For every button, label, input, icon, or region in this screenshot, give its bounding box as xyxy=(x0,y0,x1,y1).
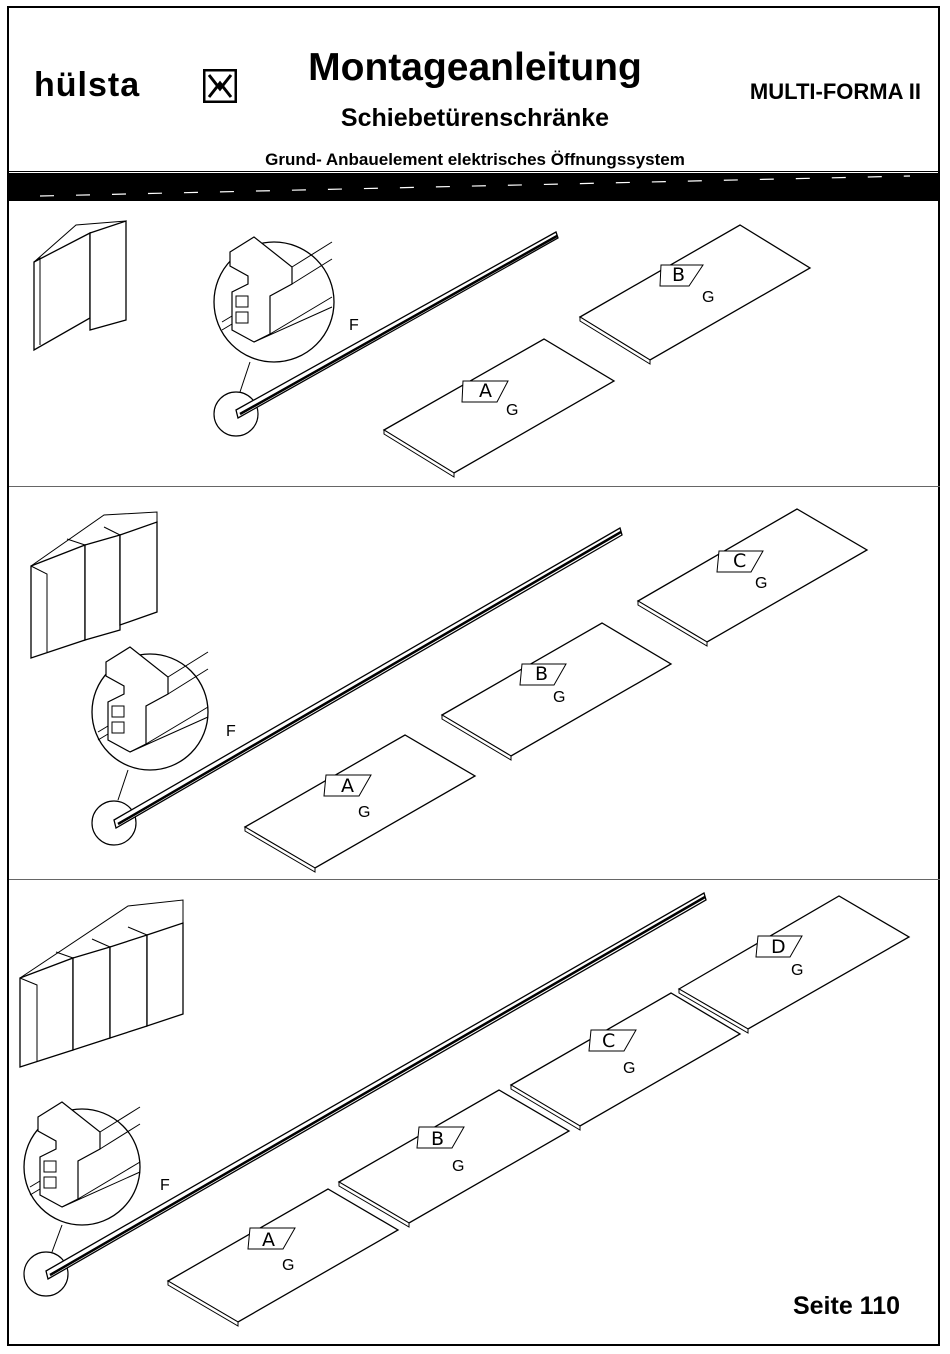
cabinet-four-door-icon xyxy=(20,900,183,1067)
panel-label-3c: G xyxy=(623,1060,635,1077)
panel-label-3d: G xyxy=(791,962,803,979)
panel-label-1b: G xyxy=(702,289,714,306)
rail-label-3: F xyxy=(160,1177,170,1194)
panel-1b xyxy=(580,225,810,364)
panel-2c xyxy=(638,509,867,646)
panel-letter-1b: B xyxy=(672,264,685,286)
panel-letter-1a: A xyxy=(479,380,492,402)
panel-letter-3c: C xyxy=(602,1030,615,1052)
rail-detail-magnifier-3 xyxy=(24,1102,140,1296)
panel-letter-3d: D xyxy=(771,936,786,958)
rail-detail-magnifier-2 xyxy=(92,647,208,845)
panel-label-3b: G xyxy=(452,1158,464,1175)
panel-1a xyxy=(384,339,614,477)
rail-label-1: F xyxy=(349,317,359,334)
panel-label-1a: G xyxy=(506,402,518,419)
panel-letter-2c: C xyxy=(733,550,746,572)
panel-label-3a: G xyxy=(282,1257,294,1274)
cabinet-two-door-icon xyxy=(34,221,126,350)
cabinet-three-door-icon xyxy=(31,512,157,658)
panel-letter-3a: A xyxy=(262,1229,275,1251)
panel-label-2a: G xyxy=(358,804,370,821)
rail-detail-magnifier-1 xyxy=(214,237,334,436)
panel-letter-2b: B xyxy=(535,663,548,685)
panel-letter-3b: B xyxy=(431,1128,444,1150)
panel-label-2c: G xyxy=(755,575,767,592)
page-number: Seite 110 xyxy=(793,1292,900,1321)
panel-label-2b: G xyxy=(553,689,565,706)
rail-label-2: F xyxy=(226,723,236,740)
panel-letter-2a: A xyxy=(341,775,354,797)
